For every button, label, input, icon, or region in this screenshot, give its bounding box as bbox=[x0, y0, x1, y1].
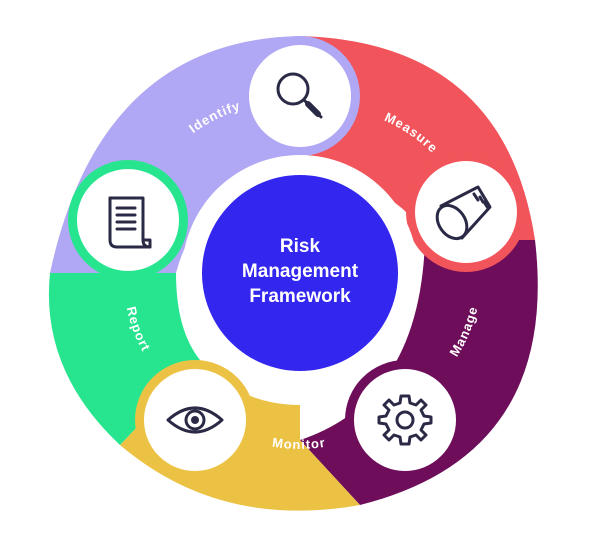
gear-icon bbox=[377, 394, 433, 446]
icon-disc-identify bbox=[249, 45, 351, 147]
center-title-line-1: Risk bbox=[280, 236, 321, 257]
icon-disc-measure bbox=[415, 161, 517, 263]
label-monitor: Monitor bbox=[271, 435, 326, 452]
icon-disc-report bbox=[77, 169, 179, 271]
eye-icon bbox=[166, 406, 224, 434]
center-disc bbox=[202, 175, 398, 371]
measuring-tape-icon bbox=[435, 185, 492, 241]
center-title-line-2: Management bbox=[242, 261, 359, 282]
segment-report bbox=[48, 273, 200, 445]
center-title-line-3: Framework bbox=[249, 286, 351, 307]
magnifier-icon bbox=[276, 72, 323, 119]
document-scroll-icon bbox=[108, 196, 152, 249]
icon-disc-manage bbox=[354, 369, 456, 471]
